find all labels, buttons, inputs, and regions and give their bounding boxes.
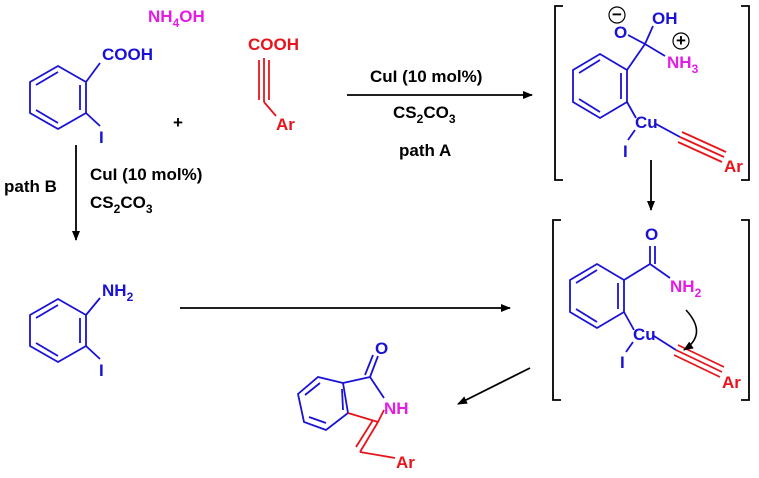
aryl-label: Ar [276,115,295,134]
path-a-catalyst: CuI (10 mol%) [370,67,482,86]
iodide-label: I [623,142,628,161]
isoindolinone-product: O NH Ar [297,339,415,472]
carboxyl-label: COOH [102,45,153,64]
path-b-label: path B [4,177,57,196]
iodo-label: I [99,361,104,380]
aryl-label: Ar [396,453,415,472]
intermediate-1: − + O OH NH3 Cu I Ar [554,5,750,181]
iodo-label: I [99,128,104,147]
attack-arrow [683,309,698,351]
ammonium-hydroxide: NH4OH [148,7,205,30]
path-b-base: CS2CO3 [90,193,153,216]
path-b-catalyst: CuI (10 mol%) [90,165,202,184]
oxide-label: O [614,23,627,42]
copper-label: Cu [633,325,656,344]
carbonyl-oxygen-label: O [375,339,388,358]
path-a-label: path A [399,141,451,160]
hydroxy-label: OH [652,9,678,28]
ammonium-label: NH3 [667,53,699,76]
iodoaniline: NH2 I [29,281,134,380]
lactam-nh-label: NH [384,399,409,418]
propiolic-carboxyl-label: COOH [248,35,299,54]
intermediate-2: O NH2 Cu I Ar [552,219,750,401]
aryl-label: Ar [724,157,743,176]
iodobenzoic-acid: COOH I [29,45,153,147]
product-arrow [457,367,531,405]
minus-charge: − [612,5,622,24]
amide-label: NH2 [670,277,702,300]
aryl-propiolic-acid: COOH Ar [248,35,299,134]
plus-sign: + [173,113,183,132]
amino-label: NH2 [102,281,134,304]
path-a-base: CS2CO3 [393,103,456,126]
copper-label: Cu [635,113,658,132]
carbonyl-oxygen-label: O [645,225,658,244]
plus-charge: + [676,31,686,50]
iodide-label: I [620,353,625,372]
aryl-label: Ar [722,373,741,392]
